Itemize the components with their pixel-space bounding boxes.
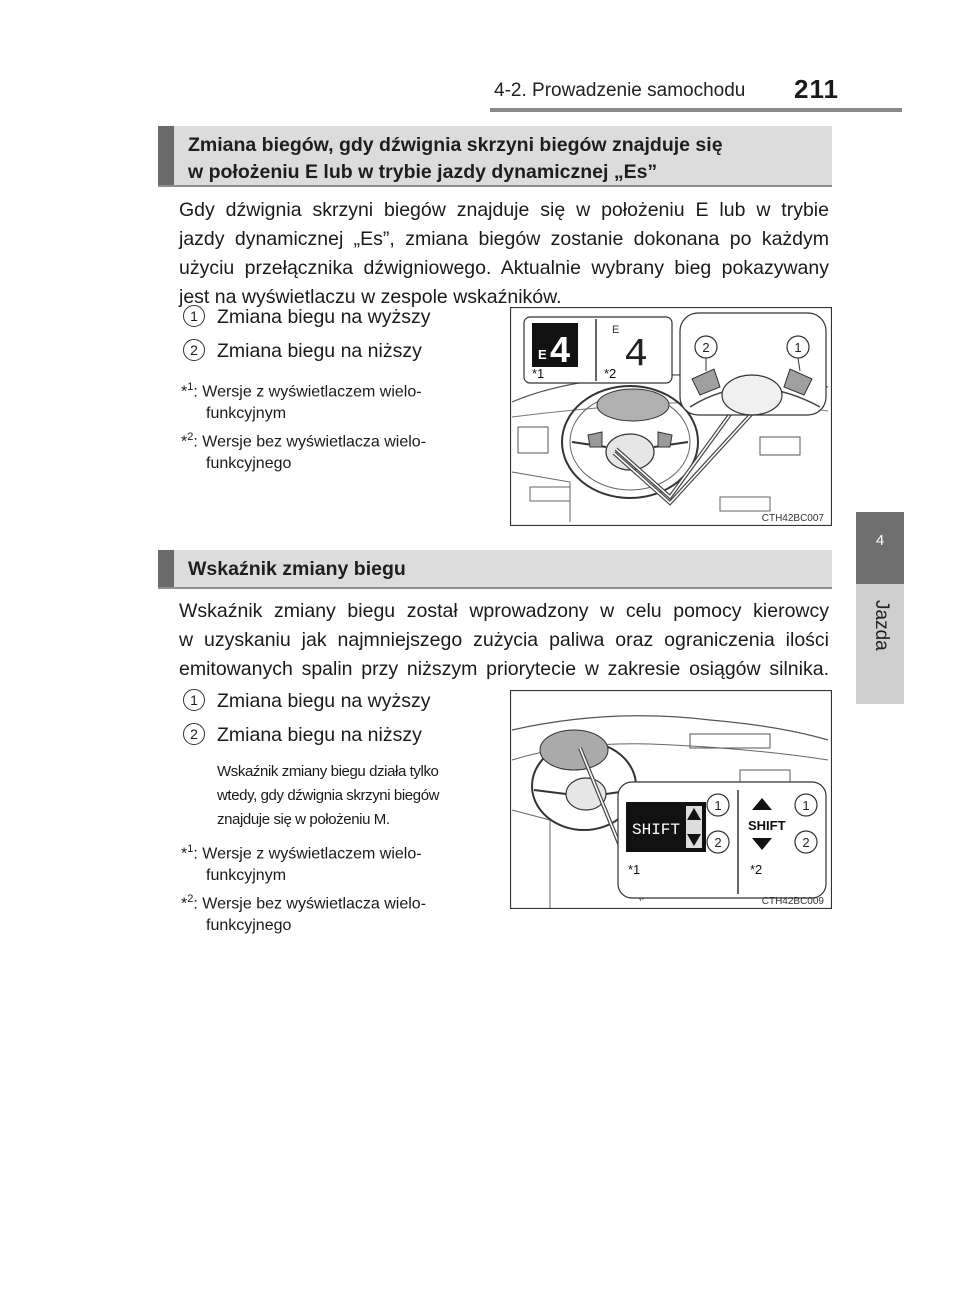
footnote-text: : Wersje bez wyświetlacza wielo- [193, 433, 427, 451]
item-number-circle: 2 [183, 722, 205, 745]
display2-star-label: *2 [604, 366, 616, 381]
header-section-title: 4-2. Prowadzenie samochodu [494, 80, 746, 101]
section2-heading: Wskaźnik zmiany biegu [158, 550, 832, 588]
item-number-circle: 1 [183, 688, 205, 711]
display1-letter: E [538, 347, 547, 362]
paragraph-line: Gdy dźwignia skrzyni biegów znajduje się… [179, 199, 829, 221]
indicator1-star-label: *1 [628, 862, 640, 877]
item-label: Zmiana biegu na niższy [217, 724, 422, 746]
note-line: Wskaźnik zmiany biegu działa tylko [217, 763, 439, 780]
indicator2-circle-2: 2 [802, 835, 809, 850]
shift-indicator-1: SHIFT [632, 821, 680, 839]
display1-star-label: *1 [532, 366, 544, 381]
item-label: Zmiana biegu na niższy [217, 340, 422, 362]
side-tab-label-box [856, 584, 904, 704]
section2-item-downshift: 2 Zmiana biegu na niższy [183, 722, 422, 747]
section1-heading-line: Zmiana biegów, gdy dźwignia skrzyni bieg… [188, 134, 723, 156]
section1-heading: Zmiana biegów, gdy dźwignia skrzyni bieg… [158, 126, 832, 186]
figure-code: CTH42BC009 [762, 896, 825, 907]
paragraph-line: Wskaźnik zmiany biegu został wprowadzony… [179, 600, 829, 622]
section2-paragraph: Wskaźnik zmiany biegu został wprowadzony… [179, 597, 829, 684]
side-tab-chapter-box [856, 512, 904, 584]
side-tab-chapter-number: 4 [875, 532, 885, 549]
footnote-mark: * [181, 845, 188, 863]
footnote-sup: 1 [187, 843, 194, 855]
section1-footnote-1: *1: Wersje z wyświetlaczem wielo- funkcy… [181, 376, 491, 425]
footnote-text-cont: funkcyjnego [206, 917, 292, 935]
page-number: 211 [794, 74, 839, 104]
footnote-sup: 2 [187, 893, 194, 905]
footnote-text: : Wersje z wyświetlaczem wielo- [193, 845, 422, 863]
display1-gear: 4 [550, 329, 570, 370]
item-number-circle: 2 [183, 338, 205, 361]
indicator1-circle-1: 1 [714, 798, 721, 813]
section1-item-downshift: 2 Zmiana biegu na niższy [183, 338, 422, 363]
footnote-mark: * [181, 433, 188, 451]
display2-gear: 4 [624, 333, 648, 378]
shift-indicator-2: SHIFT [748, 818, 786, 833]
footnote-text-cont: funkcyjnego [206, 455, 292, 473]
section2-heading-rule [158, 587, 832, 589]
header-rule [490, 108, 902, 112]
footnote-sup: 1 [187, 381, 194, 393]
side-tab-label-text: Jazda [871, 600, 892, 651]
note-line: znajduje się w położeniu M. [217, 811, 390, 828]
side-tab-label: Jazda [862, 600, 898, 690]
section2-heading-line: Wskaźnik zmiany biegu [188, 558, 406, 580]
item-label: Zmiana biegu na wyższy [217, 690, 431, 712]
inset-circle-2: 2 [702, 340, 709, 355]
indicator1-circle-2: 2 [714, 835, 721, 850]
paragraph-line: emitowanych spalin przy niższym prioryte… [179, 658, 829, 680]
page-header: 4-2. Prowadzenie samochodu 211 [494, 72, 839, 112]
footnote-sup: 2 [187, 431, 194, 443]
indicator2-star-label: *2 [750, 862, 762, 877]
inset-circle-1: 1 [794, 340, 801, 355]
figure-shift-indicator: SHIFT 1 2 SHIFT 1 2 *1 *2 CTH42BC009 [510, 690, 832, 909]
figure-code: CTH42BC007 [762, 513, 825, 524]
note-line: wtedy, gdy dźwignia skrzyni biegów [217, 787, 440, 804]
footnote-text-cont: funkcyjnym [206, 405, 287, 423]
section2-footnote-2: *2: Wersje bez wyświetlacza wielo- funkc… [181, 888, 491, 937]
footnote-text-cont: funkcyjnym [206, 867, 287, 885]
paragraph-line: jest na wyświetlaczu w zespole wskaźnikó… [179, 286, 562, 308]
paragraph-line: jazdy dynamicznej „Es”, zmiana biegów zo… [179, 228, 829, 250]
section2-footnote-1: *1: Wersje z wyświetlaczem wielo- funkcy… [181, 838, 491, 887]
section1-item-upshift: 1 Zmiana biegu na wyższy [183, 304, 431, 329]
section2-item-upshift: 1 Zmiana biegu na wyższy [183, 688, 431, 713]
item-number-circle: 1 [183, 304, 205, 327]
paragraph-line: w uzyskaniu jak najmniejszego zużycia pa… [179, 629, 829, 651]
section1-footnote-2: *2: Wersje bez wyświetlacza wielo- funkc… [181, 426, 491, 475]
section1-heading-line: w położeniu E lub w trybie jazdy dynamic… [188, 161, 658, 183]
footnote-text: : Wersje bez wyświetlacza wielo- [193, 895, 427, 913]
footnote-mark: * [181, 383, 188, 401]
section1-heading-rule [158, 185, 832, 187]
section1-paragraph: Gdy dźwignia skrzyni biegów znajduje się… [179, 196, 829, 312]
footnote-mark: * [181, 895, 188, 913]
indicator2-circle-1: 1 [802, 798, 809, 813]
section2-note: Wskaźnik zmiany biegu działa tylko wtedy… [217, 760, 493, 832]
paragraph-line: użyciu przełącznika dźwigniowego. Aktual… [179, 257, 829, 279]
display2-letter: E [612, 324, 619, 336]
figure-paddle-shift-display: E 4 E 4 *1 *2 2 1 CTH42BC007 [510, 307, 832, 526]
footnote-text: : Wersje z wyświetlaczem wielo- [193, 383, 422, 401]
item-label: Zmiana biegu na wyższy [217, 306, 431, 328]
